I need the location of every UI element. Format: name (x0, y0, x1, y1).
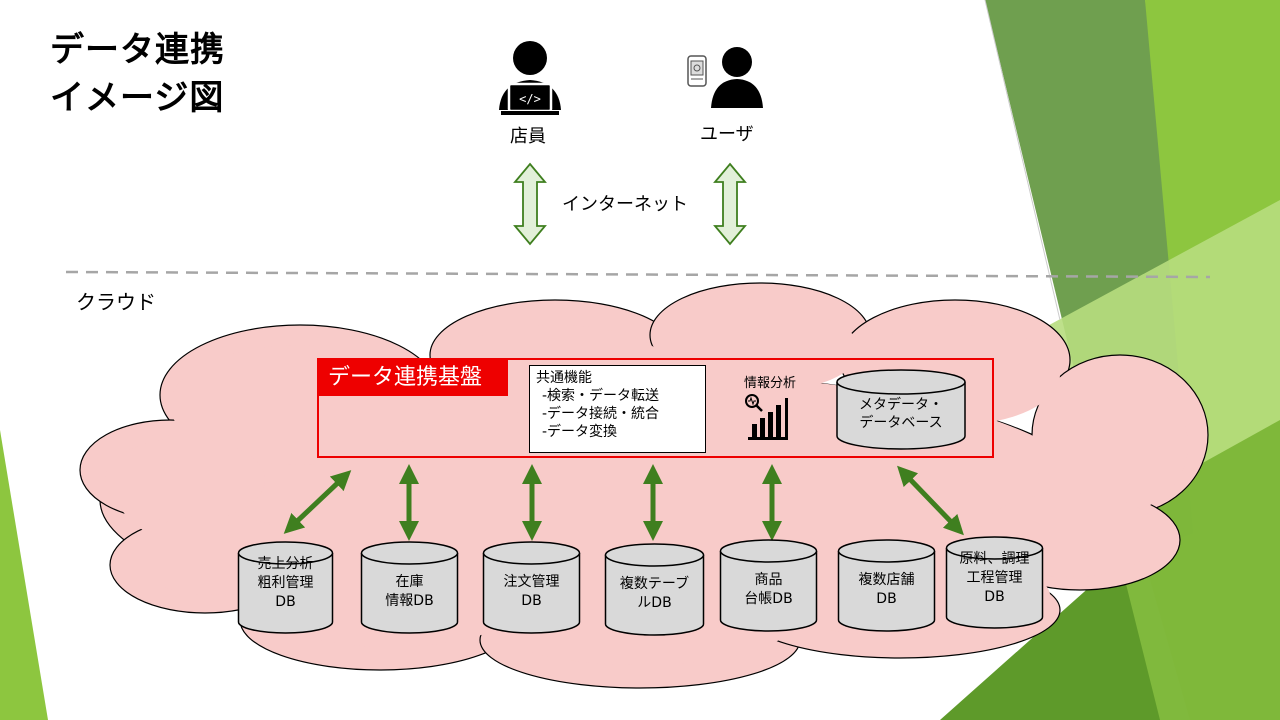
database-label-line: DB (521, 593, 542, 609)
database-label-line: DB (984, 589, 1005, 605)
common-function-item: -検索・データ転送 (542, 388, 660, 404)
database-label-line: ルDB (637, 595, 672, 611)
internet-label: インターネット (562, 194, 688, 215)
platform-box (317, 358, 994, 458)
common-function-item: -データ変換 (542, 424, 618, 440)
database-label-line: DB (876, 591, 897, 607)
database-cylinder: 商品台帳DB (719, 539, 818, 632)
arrow-db-6 (897, 465, 964, 536)
database-label-line: 台帳DB (744, 591, 793, 607)
common-function-item: -データ接続・統合 (542, 406, 660, 422)
internet-arrow-right (713, 162, 747, 246)
database-label-line: 粗利管理 (257, 575, 314, 591)
green-facet-left (0, 430, 48, 720)
page-title-line2: イメージ図 (50, 78, 225, 118)
green-facet-bottom (940, 560, 1160, 720)
database-label-line: DB (275, 594, 296, 610)
analytics-chart-icon (745, 394, 788, 440)
database-label-line: 情報DB (385, 593, 434, 609)
staff-laptop-icon: </> (499, 41, 561, 115)
arrow-db-0 (283, 470, 352, 534)
database-cylinder: 売上分析粗利管理 DB (237, 541, 334, 634)
database-label-line: 売上分析 (257, 556, 314, 572)
staff-label: 店員 (510, 126, 546, 147)
database-cylinder: 複数店舗 DB (837, 539, 936, 632)
database-cylinder: 注文管理 DB (482, 541, 581, 634)
database-label-line: 注文管理 (503, 574, 560, 590)
user-label: ユーザ (700, 124, 754, 145)
database-label-line: 複数テーブ (619, 576, 690, 592)
analysis-label: 情報分析 (744, 376, 797, 391)
database-label-line: 商品 (754, 572, 783, 588)
svg-text:</>: </> (519, 92, 541, 106)
database-label-line: 工程管理 (966, 570, 1023, 586)
platform-title: データ連携基盤 (318, 359, 508, 396)
page-title-line1: データ連携 (50, 30, 225, 70)
cloud-label: クラウド (76, 290, 156, 314)
database-cylinder: 在庫情報DB (360, 541, 459, 634)
common-functions-box: 共通機能 -検索・データ転送 -データ接続・統合 -データ変換 (529, 365, 706, 453)
database-label-line: 在庫 (395, 574, 424, 590)
metadata-db-label-line2: データベース (859, 415, 943, 431)
database-label-line: 原料、調理 (959, 551, 1030, 567)
cloud-boundary-line (65, 270, 1211, 279)
internet-arrows (513, 162, 747, 246)
database-cylinder: 複数テーブルDB (604, 543, 705, 636)
user-phone-icon (687, 47, 763, 108)
database-label-line: 複数店舗 (858, 572, 915, 588)
common-functions-heading: 共通機能 (536, 370, 592, 386)
metadata-db-cylinder (836, 369, 966, 450)
metadata-db-label-line1: メタデータ・ (859, 397, 943, 413)
database-cylinder: 原料、調理工程管理 DB (945, 536, 1044, 629)
internet-arrow-left (513, 162, 547, 246)
